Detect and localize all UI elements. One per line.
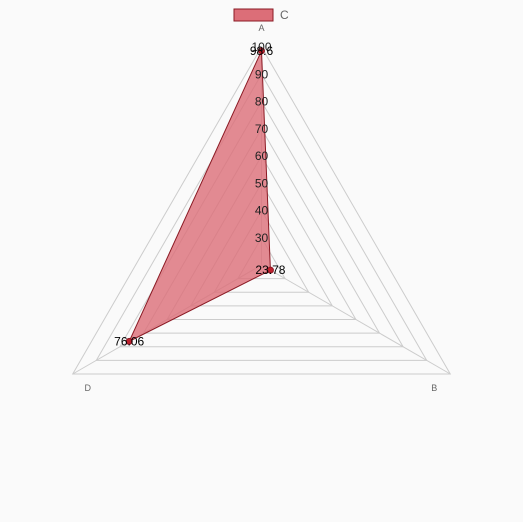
tick-label-40: 40 — [255, 204, 269, 218]
tick-label-70: 70 — [255, 122, 269, 136]
legend-swatch — [233, 8, 274, 22]
grid-ring-100 — [71, 45, 452, 375]
legend-label: C — [280, 8, 289, 22]
spoke-B — [261, 264, 451, 375]
tick-label-30: 30 — [255, 231, 269, 245]
axis-labels: A B D — [84, 23, 437, 393]
tick-label-80: 80 — [255, 95, 269, 109]
tick-label-100: 100 — [251, 40, 271, 54]
tick-labels: 30 40 50 60 70 80 90 100 — [251, 40, 271, 245]
series-layer — [125, 47, 274, 345]
data-point-B — [266, 266, 274, 274]
axis-label-A: A — [258, 23, 264, 33]
data-label-D: 76.06 — [114, 334, 144, 348]
data-labels: 98.6 23.78 76.06 — [114, 44, 286, 349]
data-label-B: 23.78 — [255, 263, 285, 277]
legend: C — [233, 8, 289, 22]
grid-ring-90 — [95, 73, 428, 361]
series-area-C — [128, 50, 271, 343]
data-point-D — [125, 337, 133, 345]
tick-label-90: 90 — [255, 67, 269, 81]
axis-label-B: B — [431, 383, 437, 393]
tick-label-50: 50 — [255, 176, 269, 190]
tick-label-60: 60 — [255, 149, 269, 163]
data-point-A — [258, 47, 265, 55]
data-label-A: 98.6 — [250, 44, 274, 58]
axis-label-D: D — [84, 383, 91, 393]
